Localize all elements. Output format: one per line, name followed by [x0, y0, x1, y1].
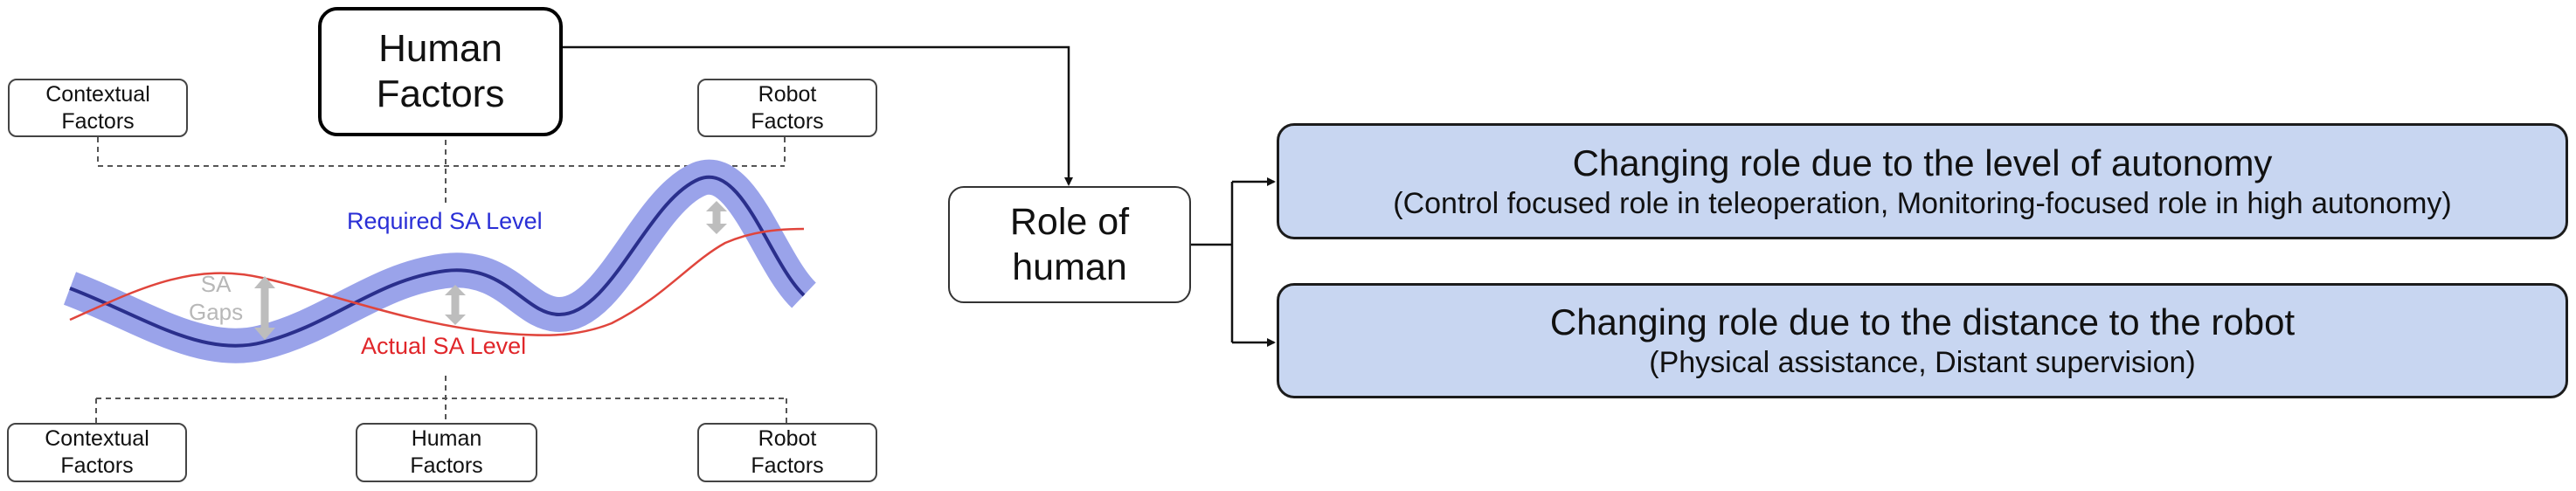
contextual-factors-box-top: Contextual Factors [8, 79, 188, 137]
factor-label-line2: Factors [61, 108, 135, 134]
human-factors-box-bottom: Human Factors [356, 423, 537, 482]
role-of-human-line2: human [1012, 246, 1127, 288]
sa-gap-arrow-2 [445, 285, 466, 325]
factor-label-line1: Human [378, 27, 502, 70]
role-card-title: Changing role due to the level of autono… [1572, 142, 2273, 183]
human-factors-main-box: Human Factors [318, 7, 563, 136]
contextual-factors-box-bottom: Contextual Factors [7, 423, 187, 482]
required-sa-line [69, 175, 806, 348]
role-autonomy-card: Changing role due to the level of autono… [1277, 123, 2568, 239]
actual-sa-line [69, 227, 805, 336]
role-card-subtitle: (Control focused role in teleoperation, … [1393, 186, 2452, 220]
factor-label-line2: Factors [410, 453, 483, 478]
bottom-factor-connectors [95, 376, 787, 423]
required-sa-band [63, 159, 817, 363]
sa-gaps-line1: SA [200, 271, 232, 297]
factor-label-line1: Contextual [45, 81, 150, 107]
top-factor-connectors [97, 137, 786, 203]
sa-gaps-line2: Gaps [189, 299, 244, 325]
factor-label-line2: Factors [751, 108, 824, 134]
factor-label-line2: Factors [60, 453, 134, 478]
factor-label-line1: Human [411, 426, 482, 451]
actual-sa-label: Actual SA Level [361, 333, 527, 359]
robot-factors-box-top: Robot Factors [697, 79, 877, 137]
factor-label-line1: Robot [758, 81, 817, 107]
role-card-subtitle: (Physical assistance, Distant supervisio… [1649, 346, 2196, 379]
factor-label-line1: Contextual [45, 426, 149, 451]
role-of-human-line1: Role of [1009, 201, 1130, 243]
sa-gap-arrow-1 [254, 276, 275, 340]
sa-gaps-label: SA Gaps [189, 270, 243, 326]
robot-factors-box-bottom: Robot Factors [697, 423, 877, 482]
factor-label-line1: Robot [758, 426, 817, 451]
sa-gap-arrows [254, 201, 727, 340]
role-of-human-box: Role of human [948, 186, 1191, 303]
role-branch-connectors [1191, 177, 1276, 347]
role-distance-card: Changing role due to the distance to the… [1277, 283, 2568, 398]
factor-label-line2: Factors [376, 73, 505, 115]
arrow-human-factors-to-role [563, 45, 1073, 186]
sa-gap-arrow-3 [706, 201, 727, 234]
role-card-title: Changing role due to the distance to the… [1549, 301, 2296, 342]
factor-label-line2: Factors [751, 453, 824, 478]
required-sa-label: Required SA Level [347, 208, 543, 234]
